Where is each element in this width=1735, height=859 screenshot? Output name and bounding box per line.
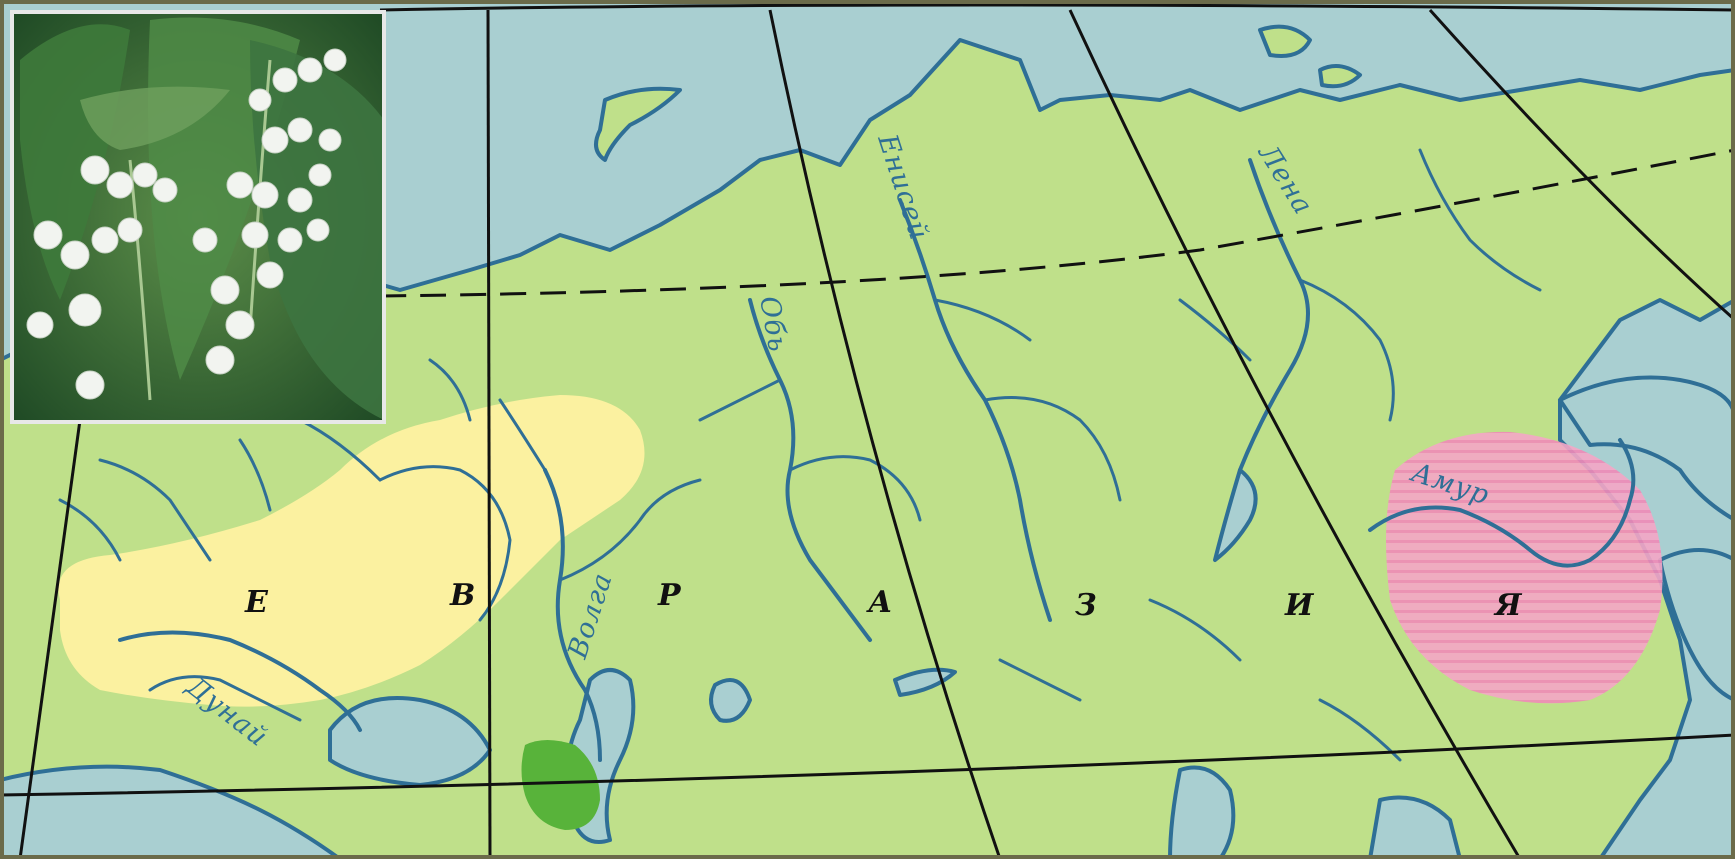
continent-letter-3: Р bbox=[657, 578, 682, 613]
river-amur bbox=[1368, 438, 1636, 568]
bay-bengal bbox=[1368, 795, 1462, 859]
continent-letter-6: И bbox=[1284, 588, 1315, 623]
continent-letter-1: Е bbox=[244, 585, 269, 620]
rivers bbox=[58, 148, 1636, 762]
lily-of-the-valley-photo bbox=[10, 10, 386, 424]
persian-gulf bbox=[1168, 765, 1236, 859]
continent-label: Е В Р А З И Я bbox=[244, 578, 1523, 623]
range-caucasus bbox=[521, 740, 600, 830]
river-danube bbox=[118, 630, 362, 732]
arctic-circle bbox=[379, 148, 1735, 298]
continent-letter-5: З bbox=[1075, 588, 1097, 623]
river-lena bbox=[1238, 158, 1310, 472]
sea-of-japan bbox=[1658, 548, 1735, 702]
graticule bbox=[0, 3, 1735, 859]
range-europe bbox=[58, 395, 645, 707]
continent-letter-7: Я bbox=[1493, 588, 1523, 623]
sea-of-okhotsk bbox=[1558, 375, 1735, 522]
island-novaya-zemlya bbox=[594, 86, 682, 162]
river-volga bbox=[543, 468, 602, 762]
mediterranean bbox=[0, 764, 342, 859]
range-far-east bbox=[1386, 431, 1663, 704]
continent-letter-2: В bbox=[449, 578, 475, 613]
lake-baikal bbox=[1213, 468, 1258, 562]
continent-letter-4: А bbox=[866, 585, 892, 620]
island-north-2 bbox=[1318, 64, 1362, 89]
aral-sea bbox=[709, 678, 752, 723]
island-north bbox=[1258, 24, 1312, 58]
